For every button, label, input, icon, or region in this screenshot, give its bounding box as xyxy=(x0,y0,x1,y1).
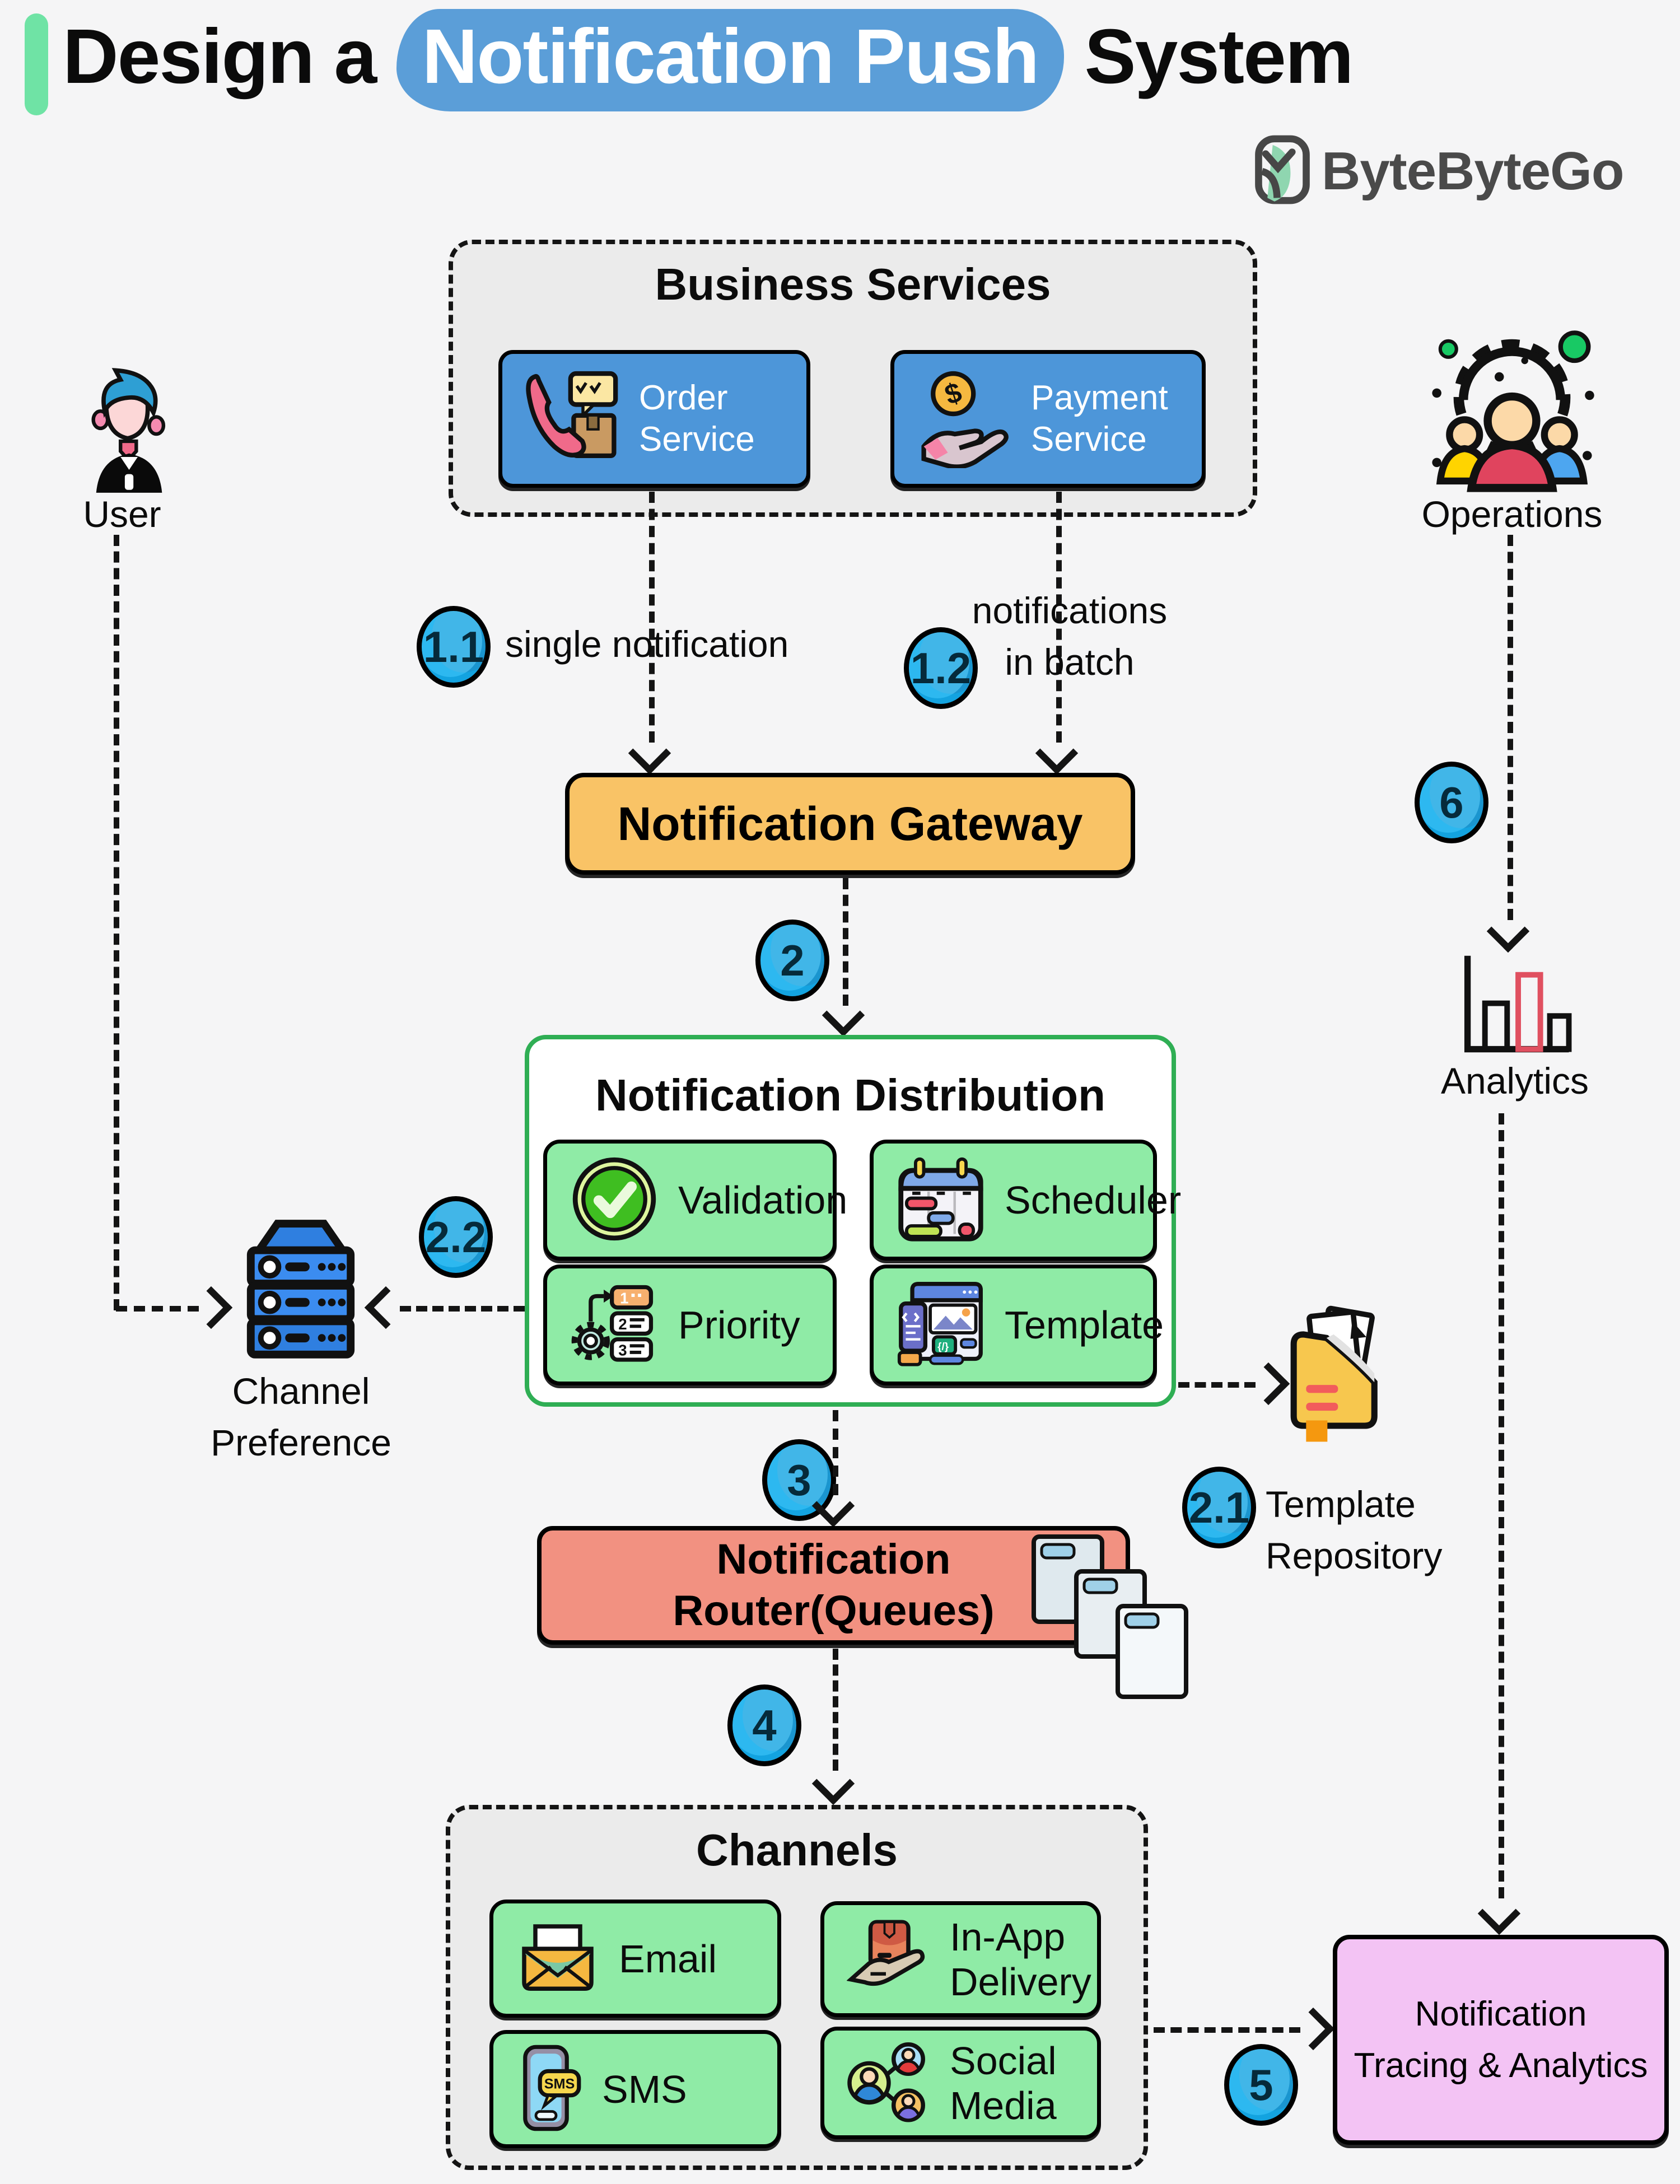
hand-box-icon xyxy=(846,1919,931,2000)
step-badge-2: 2 xyxy=(755,920,829,1001)
title-prefix: Design a xyxy=(63,13,377,100)
user-to-preference-hline xyxy=(116,1306,199,1312)
step-badge-4: 4 xyxy=(727,1684,801,1766)
arrow-order-to-gateway-head xyxy=(628,731,671,775)
svg-text:{/}: {/} xyxy=(937,1341,949,1352)
user-label: User xyxy=(83,493,161,535)
step-badge-1-1: 1.1 xyxy=(417,606,491,688)
queues-icon xyxy=(1030,1533,1190,1707)
operations-label: Operations xyxy=(1421,493,1603,535)
analytics-chart-icon xyxy=(1455,952,1574,1059)
operations-icon xyxy=(1425,326,1599,502)
title-accent-bar xyxy=(25,13,48,115)
validation-label: Validation xyxy=(678,1178,848,1222)
notification-distribution-title: Notification Distribution xyxy=(595,1070,1105,1120)
brand-logo: ByteByteGo xyxy=(1253,134,1624,208)
payment-service-node: $ Payment Service xyxy=(890,350,1206,488)
arrow-channels-to-tracing-line xyxy=(1154,2027,1300,2033)
coin-hand-icon: $ xyxy=(914,367,1015,471)
priority-label: Priority xyxy=(678,1303,800,1347)
arrow-order-to-gateway-line xyxy=(649,492,655,743)
title-suffix: System xyxy=(1084,13,1354,100)
priority-module: 1 2 3 Priority xyxy=(543,1264,837,1385)
svg-text:1: 1 xyxy=(620,1289,628,1306)
scheduler-label: Scheduler xyxy=(1005,1178,1182,1222)
arrow-distribution-to-router-line xyxy=(833,1410,838,1495)
svg-text:SMS: SMS xyxy=(544,2076,575,2092)
svg-text:3: 3 xyxy=(618,1341,627,1359)
channels-title: Channels xyxy=(696,1825,898,1875)
batch-caption: notifications in batch xyxy=(972,590,1168,683)
arrow-operations-to-analytics-line xyxy=(1508,535,1513,920)
folder-repository-icon xyxy=(1281,1303,1388,1467)
distribution-to-preference-line xyxy=(400,1306,525,1312)
step-badge-2-2: 2.2 xyxy=(419,1196,493,1278)
social-network-icon xyxy=(847,2040,931,2126)
notification-router-node: Notification Router(Queues) xyxy=(537,1526,1130,1645)
template-repository-label: Template Repository xyxy=(1266,1483,1443,1576)
arrow-router-to-channels-line xyxy=(833,1649,838,1771)
arrow-gateway-to-distribution-head xyxy=(822,993,865,1037)
email-icon xyxy=(516,1921,600,1996)
email-label: Email xyxy=(619,1936,717,1981)
inapp-label: In-App Delivery xyxy=(950,1915,1091,2004)
svg-text:2: 2 xyxy=(618,1315,627,1333)
notification-gateway-node: Notification Gateway xyxy=(565,773,1135,875)
gear-list-icon: 1 2 3 xyxy=(570,1279,659,1371)
calendar-icon xyxy=(896,1154,986,1247)
step-badge-1-2: 1.2 xyxy=(904,627,978,709)
check-circle-icon xyxy=(570,1154,659,1247)
order-service-node: Order Service xyxy=(498,350,810,488)
arrow-analytics-to-tracing-line xyxy=(1499,1113,1504,1898)
step-badge-2-1: 2.1 xyxy=(1182,1467,1256,1548)
step-badge-3: 3 xyxy=(762,1439,836,1521)
validation-module: Validation xyxy=(543,1140,847,1261)
channel-preference-label: Channel Preference xyxy=(211,1370,391,1463)
sms-label: SMS xyxy=(602,2067,687,2111)
user-to-preference-head xyxy=(189,1286,233,1329)
notification-tracing-node: Notification Tracing & Analytics xyxy=(1333,1935,1669,2145)
webpage-template-icon: {/} xyxy=(896,1279,986,1371)
arrow-router-to-channels-head xyxy=(811,1762,855,1805)
social-channel: Social Media xyxy=(820,2027,1101,2139)
inapp-channel: In-App Delivery xyxy=(820,1901,1101,2017)
server-stack-icon xyxy=(240,1211,362,1364)
order-service-label: Order Service xyxy=(639,379,755,459)
analytics-label: Analytics xyxy=(1440,1060,1589,1102)
scheduler-module: Scheduler xyxy=(870,1140,1181,1261)
user-icon xyxy=(83,367,172,498)
email-channel: Email xyxy=(489,1900,781,2018)
brand-name: ByteByteGo xyxy=(1322,141,1624,201)
sms-phone-icon: SMS xyxy=(516,2042,583,2137)
arrow-gateway-to-distribution-line xyxy=(843,878,848,1006)
arrow-channels-to-tracing-head xyxy=(1291,2007,1335,2051)
title-highlight: Notification Push xyxy=(396,9,1065,111)
sms-channel: SMS SMS xyxy=(489,2030,781,2148)
phone-package-icon xyxy=(522,367,623,471)
social-label: Social Media xyxy=(950,2038,1057,2127)
step-badge-6: 6 xyxy=(1415,762,1488,843)
step-badge-5: 5 xyxy=(1224,2044,1298,2126)
arrow-payment-to-gateway-head xyxy=(1035,731,1079,775)
payment-service-label: Payment Service xyxy=(1031,379,1168,459)
template-to-repo-line xyxy=(1178,1382,1256,1388)
distribution-to-preference-head xyxy=(364,1286,408,1329)
page-title: Design a Notification Push System xyxy=(63,9,1463,111)
arrow-operations-to-analytics-head xyxy=(1486,909,1530,953)
user-to-preference-vline xyxy=(114,535,119,1310)
bytebytego-logo-icon xyxy=(1253,134,1312,208)
single-notification-caption: single notification xyxy=(505,623,789,665)
template-module: {/} Template xyxy=(870,1264,1164,1385)
template-label: Template xyxy=(1005,1303,1164,1347)
arrow-payment-to-gateway-line xyxy=(1056,492,1062,743)
business-services-title: Business Services xyxy=(655,259,1051,309)
arrow-analytics-to-tracing-head xyxy=(1477,1892,1521,1935)
